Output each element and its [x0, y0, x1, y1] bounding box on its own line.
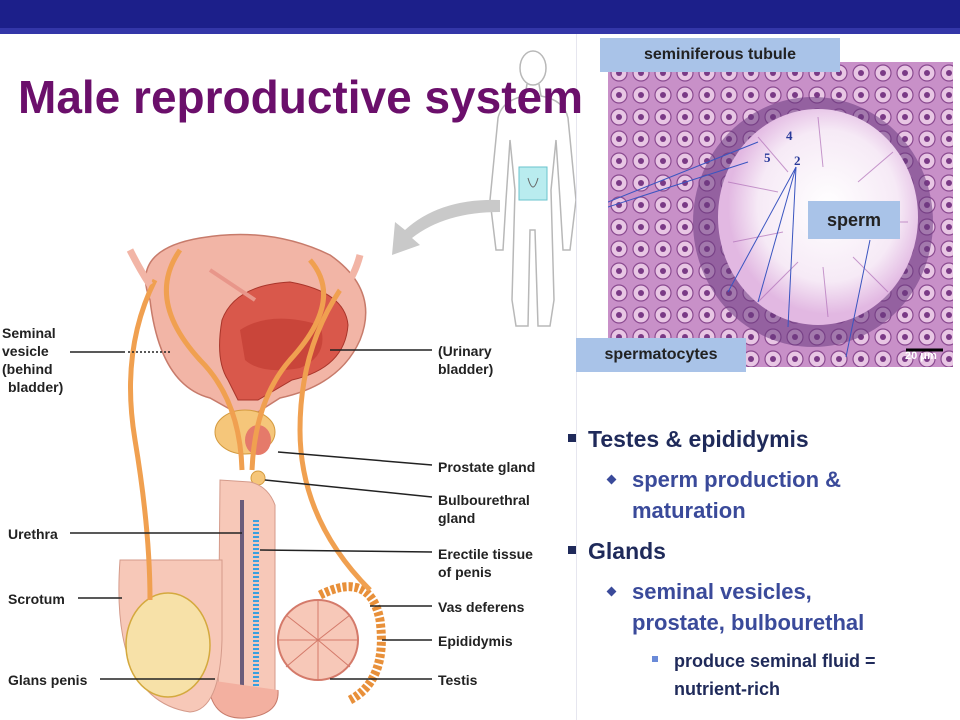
label-glans-penis: Glans penis [8, 672, 88, 688]
leader-lines [70, 349, 433, 680]
testis-left [125, 592, 211, 698]
micrograph-number-5: 5 [764, 150, 771, 165]
testis-cross-section [277, 582, 386, 704]
male-anatomy-diagram [70, 50, 576, 719]
label-seminal-vesicle: Seminal vesicle (behind bladder) [2, 325, 64, 395]
scale-label: 20 μm [905, 350, 937, 362]
pointer-arrow [392, 199, 500, 255]
diamond-bullet-icon [606, 586, 617, 597]
slide-divider [576, 34, 577, 720]
label-epididymis: Epididymis [438, 633, 513, 649]
label-prostate-gland: Prostate gland [438, 459, 536, 475]
body-silhouette [489, 50, 576, 327]
highlight-box [518, 166, 548, 201]
vas-deferens-ducts [128, 248, 372, 601]
square-bullet-icon [568, 545, 576, 554]
square-bullet-icon [568, 433, 576, 442]
label-vas-deferens: Vas deferens [438, 599, 525, 615]
urinary-bladder [144, 233, 367, 413]
label-scrotum: Scrotum [8, 591, 65, 607]
label-erectile-tissue: Erectile tissue of penis [438, 546, 533, 580]
tag-sperm: sperm [808, 201, 900, 239]
slide-title: Male reproductive system [18, 71, 584, 123]
bullet-seminal-fluid: produce seminal fluid = nutrient-rich [652, 647, 876, 703]
tag-seminiferous-tubule: seminiferous tubule [600, 38, 840, 72]
small-square-bullet-icon [652, 656, 658, 662]
seminiferous-tubule-micrograph: 4 5 2 [608, 62, 953, 367]
label-bulbourethral-gland: Bulbourethral gland [438, 492, 530, 526]
micrograph-number-2: 2 [794, 153, 801, 168]
diamond-bullet-icon [606, 474, 617, 485]
bullet-glands: Glands [568, 538, 666, 565]
bullet-sperm-production: sperm production & maturation [606, 464, 841, 526]
penis [207, 479, 279, 719]
bullet-seminal-vesicles: seminal vesicles, prostate, bulbourethal [606, 576, 864, 638]
micrograph-pointers [608, 141, 871, 358]
label-testis: Testis [438, 672, 478, 688]
micrograph-number-4: 4 [786, 128, 793, 143]
label-urinary-bladder: (Urinary bladder) [438, 343, 494, 377]
label-urethra: Urethra [8, 526, 58, 542]
bullet-testes-epididymis: Testes & epididymis [568, 426, 809, 453]
header-stripe [0, 28, 960, 34]
tag-spermatocytes: spermatocytes [576, 338, 746, 372]
